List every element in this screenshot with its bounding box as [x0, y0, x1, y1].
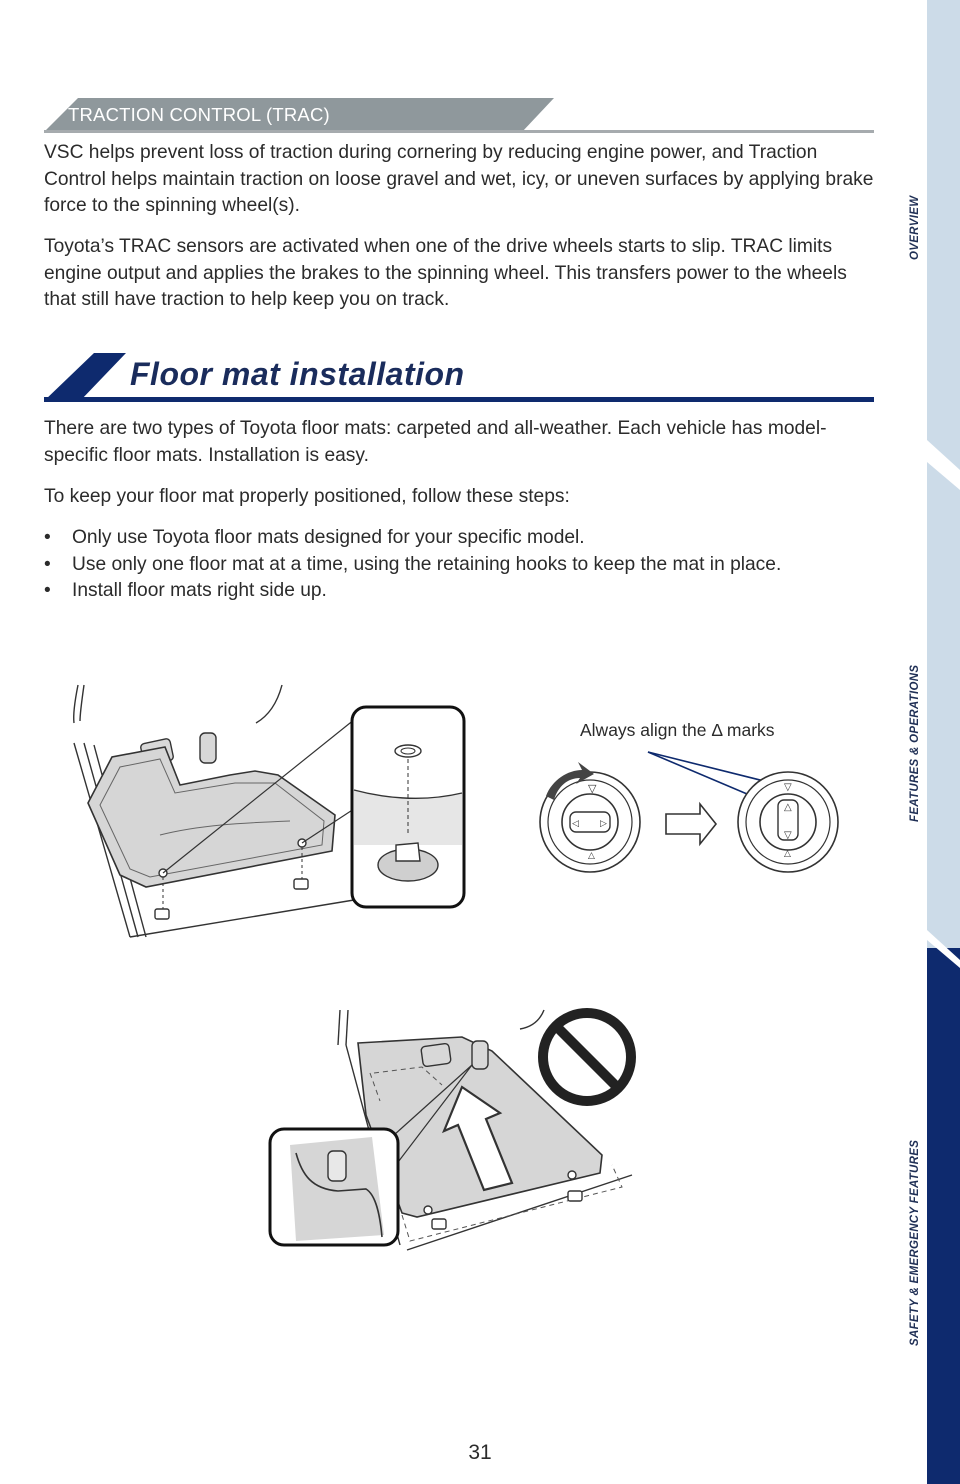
- svg-text:◁: ◁: [572, 818, 579, 828]
- floor-steps-intro: To keep your floor mat properly position…: [44, 486, 570, 507]
- side-tab-dividers: [927, 440, 960, 968]
- svg-text:▽: ▽: [588, 783, 597, 795]
- svg-text:▷: ▷: [600, 818, 607, 828]
- list-item: Use only one floor mat at a time, using …: [44, 552, 874, 579]
- trac-header-rule: [44, 130, 874, 133]
- align-marks-label: Always align the Δ marks: [580, 720, 775, 740]
- svg-text:△: △: [588, 850, 595, 860]
- list-item: Only use Toyota floor mats designed for …: [44, 525, 874, 552]
- floor-mat-hooks-illustration: [73, 684, 466, 938]
- svg-text:△: △: [784, 802, 792, 813]
- floor-header-rule: [44, 397, 874, 402]
- align-marks-illustration: ▽ △ ◁ ▷ ▽ △ ▽ △: [539, 751, 839, 873]
- floor-intro: There are two types of Toyota floor mats…: [44, 418, 827, 466]
- floor-steps-list: Only use Toyota floor mats designed for …: [44, 525, 874, 605]
- svg-text:▽: ▽: [784, 830, 792, 841]
- side-tab-strip: [927, 0, 960, 1484]
- page-number: 31: [468, 1441, 492, 1464]
- side-tab-safety[interactable]: [927, 948, 960, 1484]
- floor-section-title: Floor mat installation: [130, 356, 465, 392]
- trac-paragraph-2: Toyota’s TRAC sensors are activated when…: [44, 236, 847, 310]
- svg-text:▽: ▽: [784, 782, 792, 793]
- floor-header-accent: [44, 353, 126, 401]
- svg-text:△: △: [784, 848, 791, 858]
- incorrect-install-illustration: [268, 1008, 636, 1251]
- list-item: Install floor mats right side up.: [44, 578, 874, 605]
- trac-paragraph-1: VSC helps prevent loss of traction durin…: [44, 142, 874, 216]
- trac-header-bar: [44, 98, 554, 132]
- trac-section-title: TRACTION CONTROL (TRAC): [68, 104, 330, 125]
